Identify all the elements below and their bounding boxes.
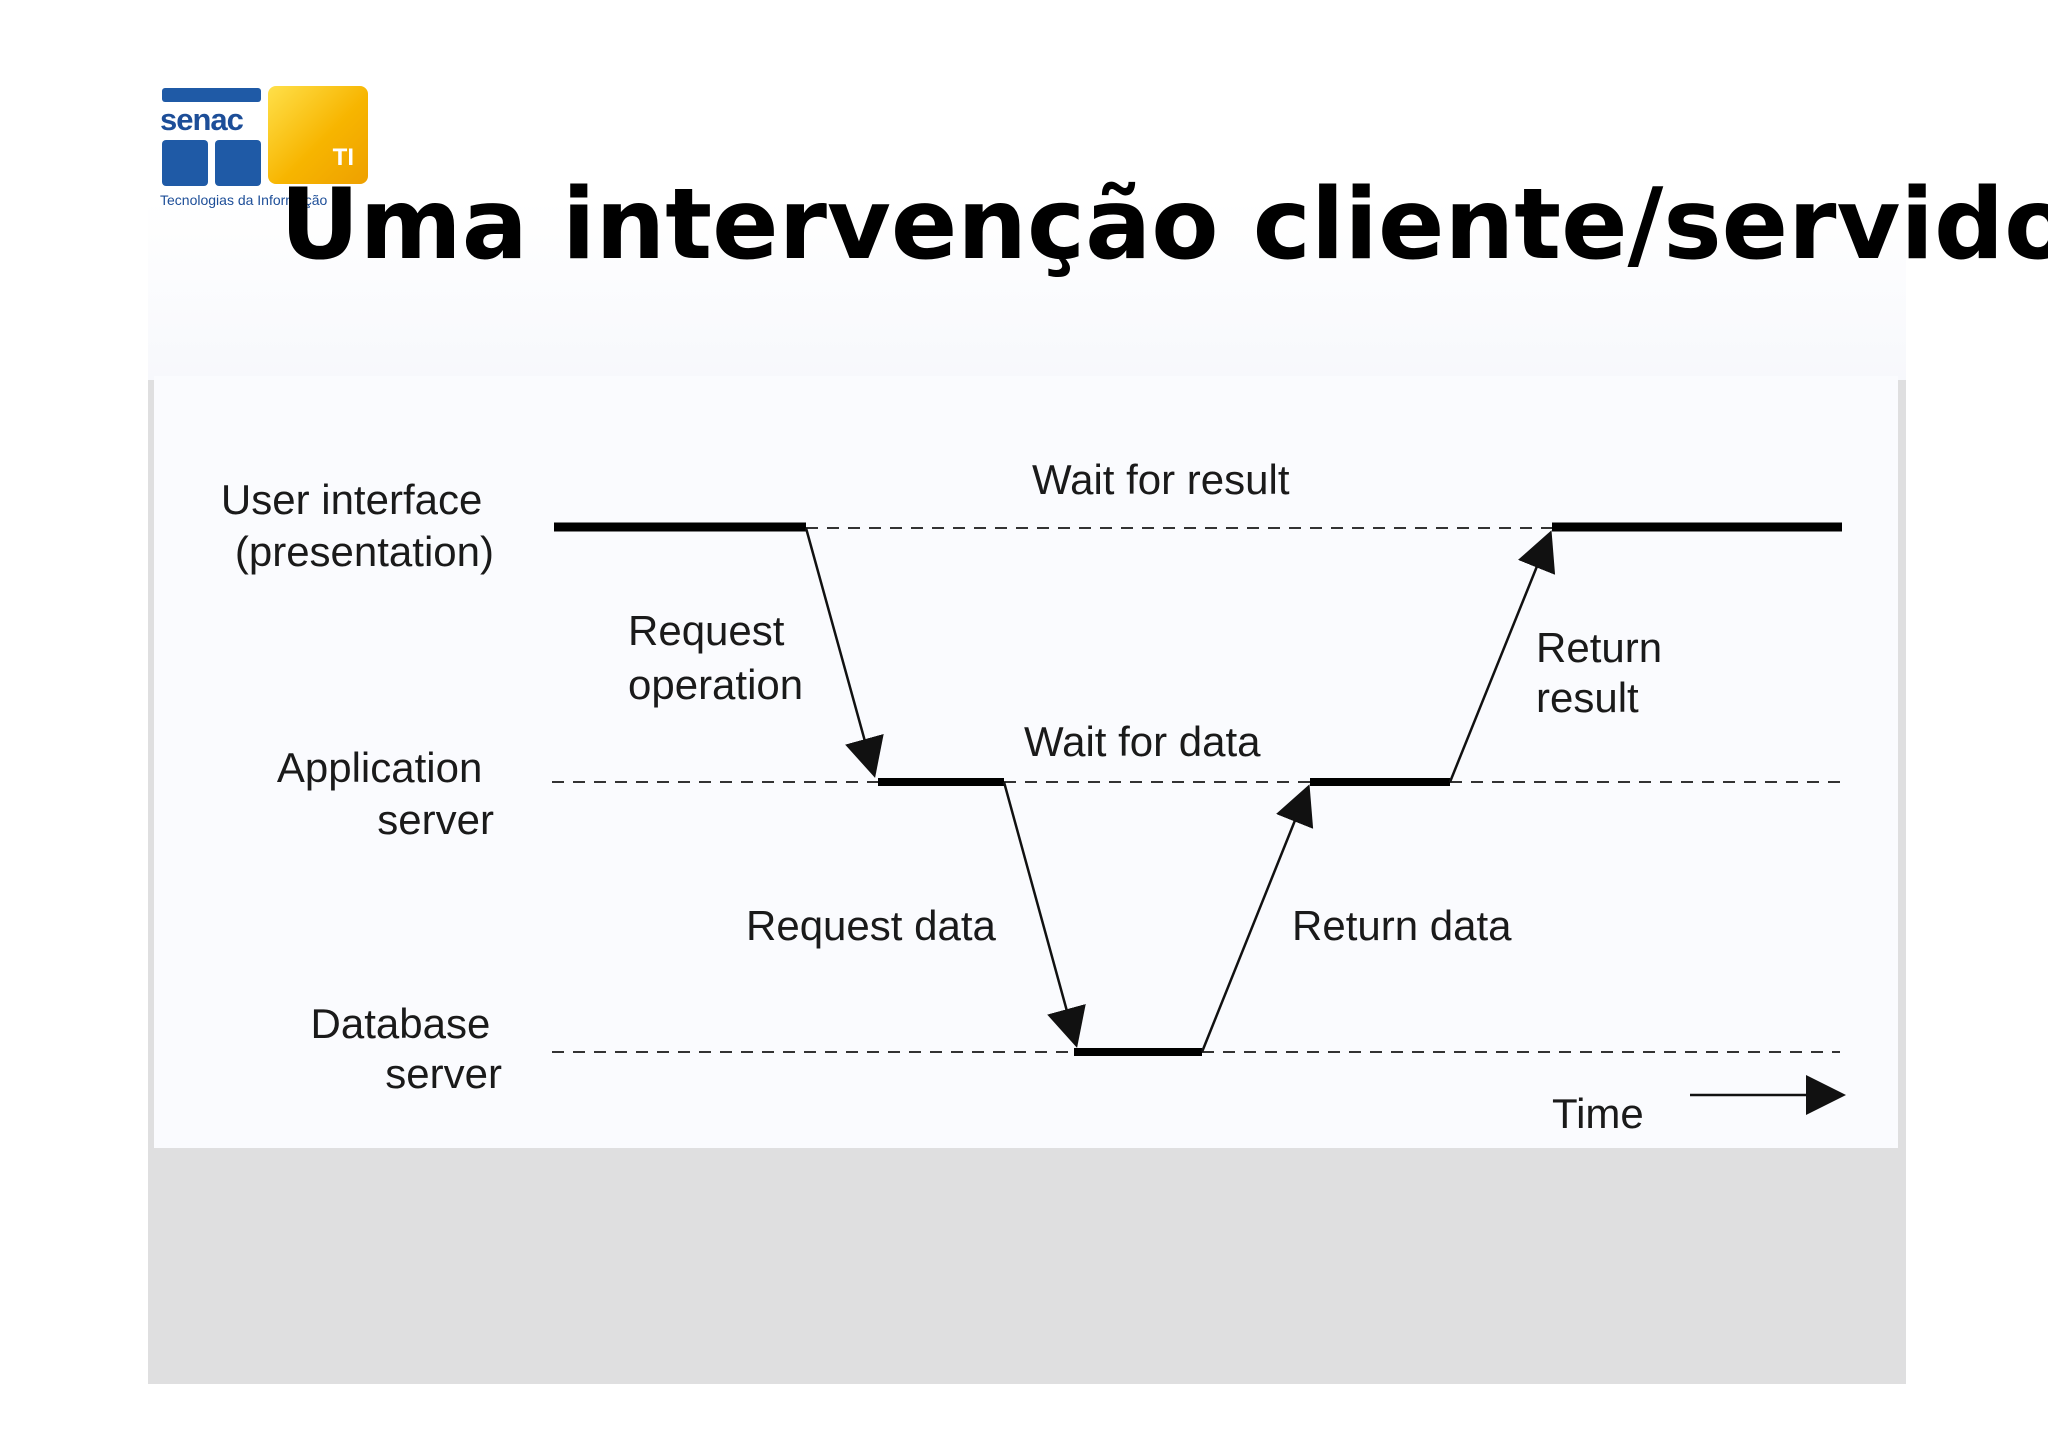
logo-word: senac [160, 102, 244, 137]
label-return-result: Return result [1536, 624, 1674, 721]
label-wait-for-data: Wait for data [1024, 718, 1261, 765]
lane-label-ui-line2: (presentation) [235, 528, 494, 575]
label-request-operation-line1: Request [628, 607, 785, 654]
lane-label-db-line1: Database [311, 1000, 491, 1047]
lane-label-app-line1: Application [277, 744, 482, 791]
arrow-request-data [1002, 781, 1086, 1048]
logo-square-right [215, 140, 261, 186]
lane-label-db-line2: server [385, 1050, 502, 1097]
label-return-result-line1: Return [1536, 624, 1662, 671]
logo-tagline: Tecnologias da Informação [160, 192, 328, 208]
label-time: Time [1552, 1090, 1644, 1137]
label-request-operation: Request operation [628, 607, 803, 708]
arrow-request-operation [804, 527, 884, 778]
label-request-operation-line2: operation [628, 661, 803, 708]
label-return-data: Return data [1292, 902, 1512, 949]
senac-ti-logo: senac TI Tecnologias da Informação [160, 84, 372, 214]
logo-ti-text: TI [332, 144, 354, 171]
label-return-result-line2: result [1536, 674, 1639, 721]
arrow-return-data [1200, 784, 1314, 1053]
slide-title: Uma intervenção cliente/servidor [280, 168, 2048, 282]
lane-label-app-line2: server [377, 796, 494, 843]
label-request-data: Request data [746, 902, 996, 949]
logo-square-left [162, 140, 208, 186]
slide-header-fade [148, 200, 1906, 380]
logo-blue-bar [162, 88, 261, 102]
lane-label-db: Database server [311, 1000, 502, 1097]
diagram-area [154, 376, 1898, 1148]
arrow-return-result [1448, 530, 1556, 783]
label-wait-for-result: Wait for result [1032, 456, 1290, 503]
lane-label-ui: User interface (presentation) [221, 476, 494, 575]
logo-ti-badge: TI [268, 86, 368, 184]
lane-label-app: Application server [277, 744, 494, 843]
lane-label-ui-line1: User interface [221, 476, 482, 523]
